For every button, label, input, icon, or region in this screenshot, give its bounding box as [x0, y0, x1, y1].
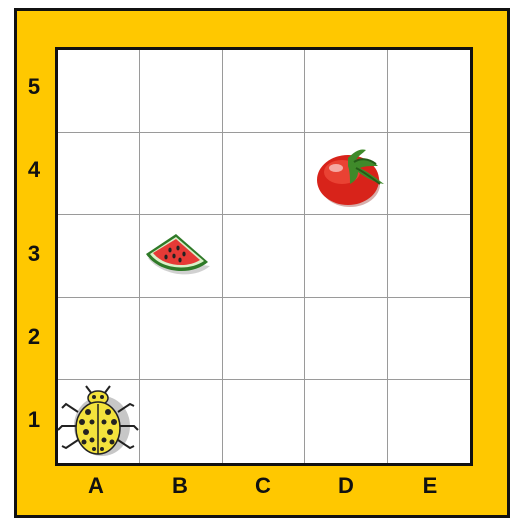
cell-B4[interactable]	[140, 133, 222, 216]
cell-A5[interactable]	[58, 50, 140, 133]
cell-B5[interactable]	[140, 50, 222, 133]
cell-B2[interactable]	[140, 298, 222, 381]
row-label-1: 1	[20, 405, 48, 435]
watermelon-icon[interactable]	[142, 230, 214, 284]
cell-C3[interactable]	[223, 215, 305, 298]
col-label-d: D	[326, 472, 366, 500]
col-label-c: C	[243, 472, 283, 500]
row-label-2: 2	[20, 322, 48, 352]
cell-E1[interactable]	[388, 380, 470, 463]
cell-A4[interactable]	[58, 133, 140, 216]
col-label-e: E	[410, 472, 450, 500]
col-label-a: A	[76, 472, 116, 500]
cell-C2[interactable]	[223, 298, 305, 381]
row-label-5: 5	[20, 72, 48, 102]
cell-E4[interactable]	[388, 133, 470, 216]
cell-D1[interactable]	[305, 380, 387, 463]
cell-A3[interactable]	[58, 215, 140, 298]
cell-B1[interactable]	[140, 380, 222, 463]
cell-D5[interactable]	[305, 50, 387, 133]
row-label-4: 4	[20, 155, 48, 185]
cell-E5[interactable]	[388, 50, 470, 133]
ladybug-icon[interactable]	[56, 384, 140, 462]
cell-D2[interactable]	[305, 298, 387, 381]
cell-D3[interactable]	[305, 215, 387, 298]
col-label-b: B	[160, 472, 200, 500]
cell-A2[interactable]	[58, 298, 140, 381]
cell-C5[interactable]	[223, 50, 305, 133]
cell-E3[interactable]	[388, 215, 470, 298]
row-label-3: 3	[20, 239, 48, 269]
cell-C1[interactable]	[223, 380, 305, 463]
cell-E2[interactable]	[388, 298, 470, 381]
tomato-icon[interactable]	[314, 144, 390, 210]
cell-C4[interactable]	[223, 133, 305, 216]
